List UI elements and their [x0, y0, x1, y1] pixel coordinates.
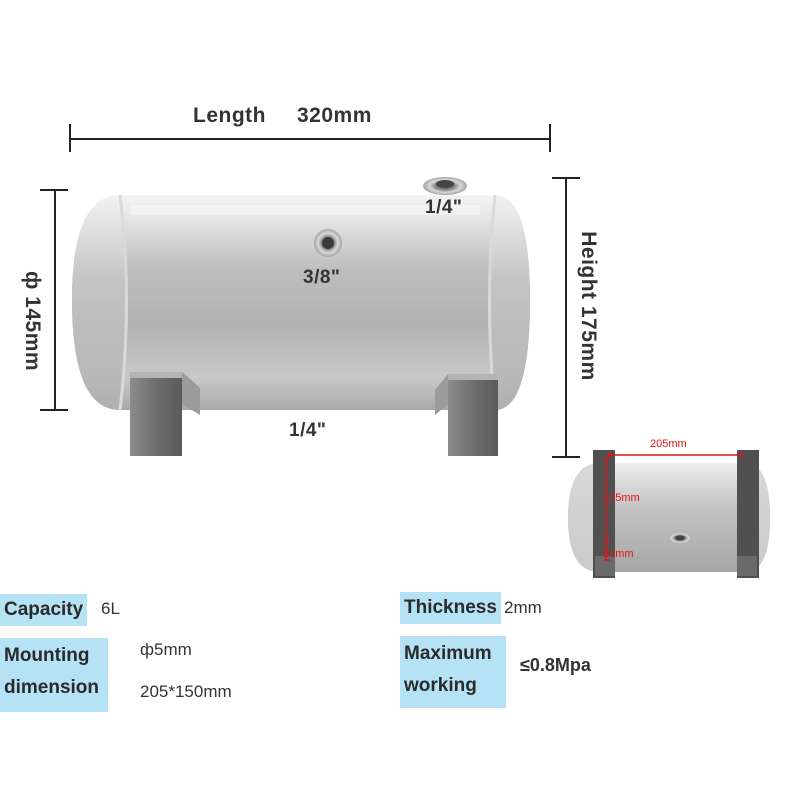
side-port-label: 3/8" [303, 267, 341, 288]
max-working-value: ≤0.8Mpa [520, 655, 591, 675]
mounting-value-line1: ф5mm [140, 640, 192, 659]
height-dimension-line [552, 177, 580, 458]
height-label: Height 175mm [577, 231, 600, 381]
bottom-port-label: 1/4" [289, 420, 327, 441]
air-tank-inset-image [568, 450, 770, 578]
capacity-value: 6L [101, 599, 120, 618]
mounting-label-line1: Mounting [4, 645, 90, 666]
max-working-label: Maximum working [400, 636, 506, 708]
thickness-value: 2mm [504, 598, 542, 617]
inset-bottom-label: 20mm [603, 548, 634, 560]
max-working-label-line1: Maximum [404, 643, 492, 664]
length-dimension-line [69, 124, 551, 152]
mounting-value-line2: 205*150mm [140, 682, 232, 701]
mounting-label-line2: dimension [4, 676, 100, 698]
inset-width-label: 205mm [650, 438, 687, 450]
diameter-label: ф 145mm [21, 270, 44, 372]
inset-mid-label: 125mm [603, 492, 640, 504]
mounting-label: Mounting dimension [0, 638, 108, 712]
length-label: Length [193, 104, 266, 127]
left-foot [130, 372, 200, 456]
length-value: 320mm [297, 104, 372, 127]
tank-body [72, 194, 530, 411]
max-working-label-line2: working [404, 674, 477, 696]
top-port-label: 1/4" [425, 197, 463, 218]
capacity-label: Capacity [0, 594, 88, 626]
diameter-dimension-line [40, 189, 68, 411]
thickness-label: Thickness [400, 592, 501, 624]
right-foot [435, 374, 498, 456]
